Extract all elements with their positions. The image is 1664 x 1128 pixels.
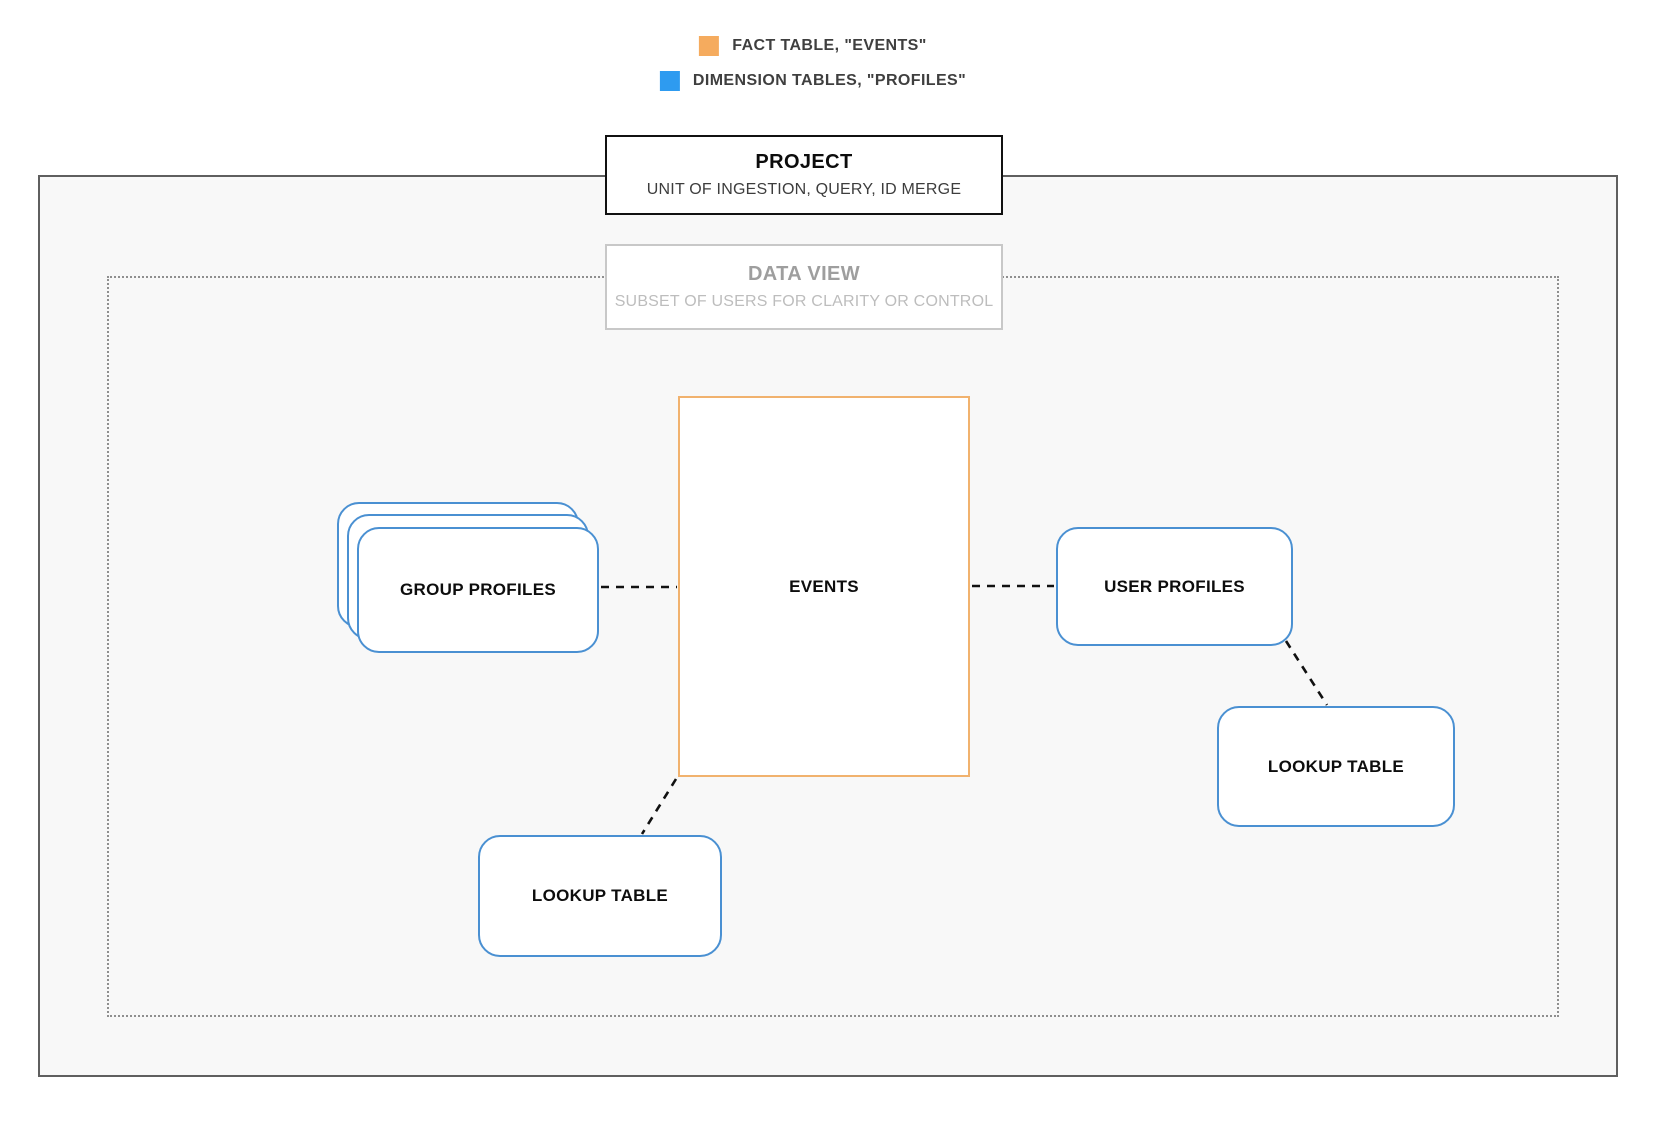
- legend-item-dimension-tables: DIMENSION TABLES, "PROFILES": [659, 71, 967, 91]
- project-title: PROJECT: [755, 151, 853, 173]
- fact-table-swatch-icon: [699, 36, 720, 56]
- data-view-title: DATA VIEW: [747, 263, 861, 285]
- data-view-label-box: DATA VIEW SUBSET OF USERS FOR CLARITY OR…: [605, 244, 1003, 330]
- node-events: EVENTS: [678, 396, 970, 777]
- legend-label-fact-table: FACT TABLE, "EVENTS": [732, 37, 927, 54]
- data-view-subtitle: SUBSET OF USERS FOR CLARITY OR CONTROL: [614, 293, 994, 310]
- node-lookup-table-left-label: LOOKUP TABLE: [531, 886, 669, 905]
- dimension-tables-swatch-icon: [659, 71, 680, 91]
- legend-label-dimension-tables: DIMENSION TABLES, "PROFILES": [692, 72, 967, 89]
- project-subtitle: UNIT OF INGESTION, QUERY, ID MERGE: [646, 181, 962, 198]
- project-label-box: PROJECT UNIT OF INGESTION, QUERY, ID MER…: [605, 135, 1003, 215]
- node-lookup-table-right-label: LOOKUP TABLE: [1267, 756, 1405, 776]
- node-events-label: EVENTS: [789, 576, 859, 596]
- node-lookup-table-right: LOOKUP TABLE: [1217, 706, 1455, 827]
- legend: FACT TABLE, "EVENTS" DIMENSION TABLES, "…: [659, 36, 967, 91]
- node-user-profiles: USER PROFILES: [1056, 527, 1293, 646]
- node-group-profiles-label: GROUP PROFILES: [400, 580, 556, 599]
- node-lookup-table-left: LOOKUP TABLE: [478, 835, 722, 957]
- legend-item-fact-table: FACT TABLE, "EVENTS": [699, 36, 926, 56]
- node-user-profiles-label: USER PROFILES: [1104, 576, 1245, 596]
- node-group-profiles: GROUP PROFILES: [357, 527, 599, 653]
